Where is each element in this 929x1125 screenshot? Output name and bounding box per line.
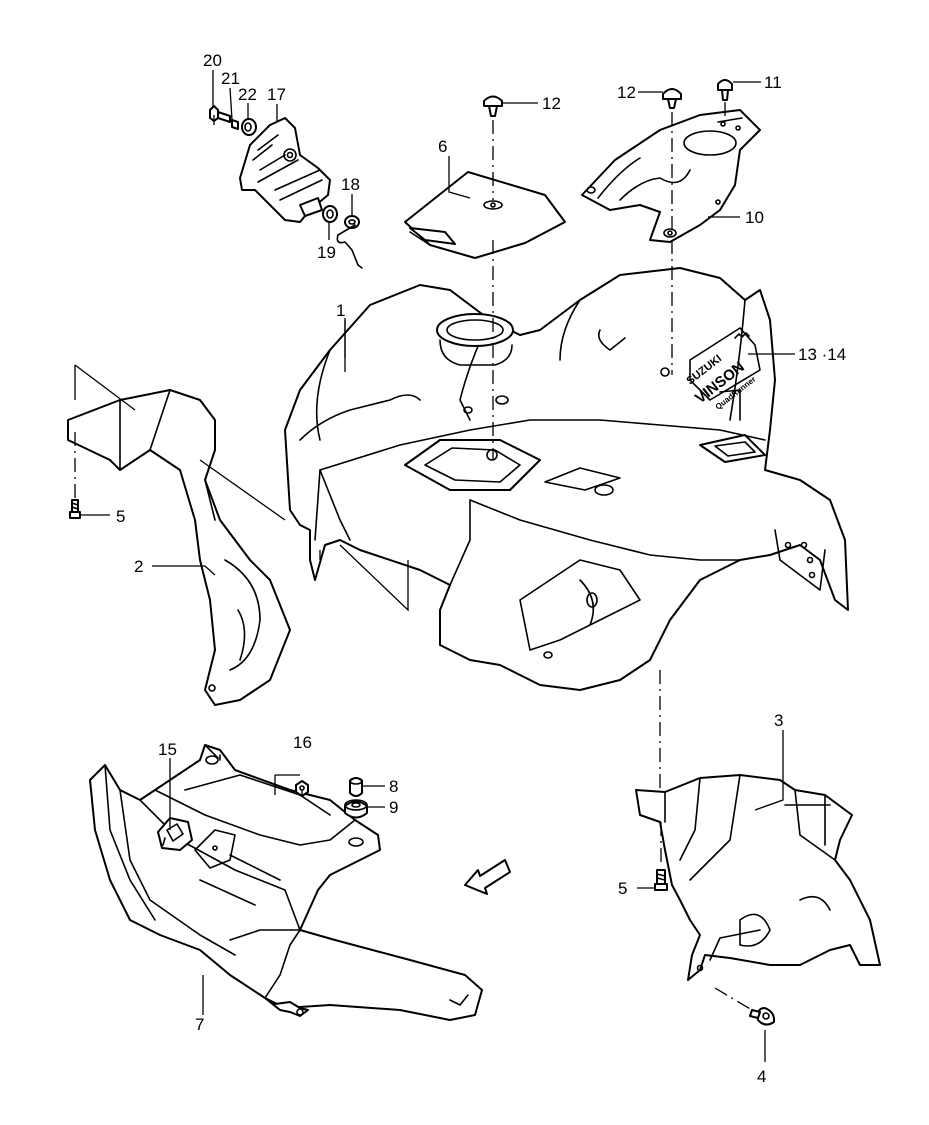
front-fender-part-1 — [284, 267, 849, 691]
label-20: 20 — [203, 51, 222, 70]
label-15: 15 — [158, 740, 177, 759]
screw-part-4 — [749, 1007, 776, 1026]
screw-part-12-right — [662, 88, 682, 109]
label-12-right: 12 — [617, 83, 636, 102]
forward-direction-arrow: FWD — [464, 859, 511, 895]
label-3: 3 — [774, 711, 783, 730]
label-22: 22 — [238, 85, 257, 104]
left-inner-fender-part-2 — [67, 364, 291, 706]
screw-part-12-left — [483, 95, 503, 117]
screw-part-11 — [717, 79, 733, 101]
label-5-left: 5 — [116, 507, 125, 526]
bolt-part-20 — [209, 105, 231, 123]
washer-part-21 — [231, 119, 239, 130]
label-18: 18 — [341, 175, 360, 194]
nut-part-16 — [295, 780, 309, 797]
screw-part-5-left — [69, 499, 81, 519]
label-12-left: 12 — [542, 94, 561, 113]
label-6: 6 — [438, 137, 447, 156]
label-19: 19 — [317, 243, 336, 262]
label-2: 2 — [134, 557, 143, 576]
assembly-lines — [213, 102, 753, 1011]
label-8: 8 — [389, 777, 398, 796]
part-labels: 20 21 22 17 18 19 6 12 12 11 10 13 ·14 1… — [116, 51, 846, 1086]
handlebar-cover-part-10 — [581, 109, 761, 243]
label-13-14: 13 ·14 — [798, 345, 846, 364]
front-bumper-part-7 — [89, 744, 483, 1021]
right-inner-fender-part-3 — [635, 774, 881, 981]
screw-part-5-right — [654, 869, 668, 891]
label-16: 16 — [293, 733, 312, 752]
collar-part-22 — [241, 118, 257, 136]
label-7: 7 — [195, 1015, 204, 1034]
label-17: 17 — [267, 85, 286, 104]
console-lid-part-6 — [404, 171, 566, 259]
leader-lines — [80, 70, 795, 1062]
spacer-part-8 — [349, 777, 363, 797]
label-5-right: 5 — [618, 879, 627, 898]
label-1: 1 — [336, 301, 345, 320]
label-9: 9 — [389, 798, 398, 817]
label-10: 10 — [745, 208, 764, 227]
label-11: 11 — [764, 73, 782, 92]
grommet-part-9 — [344, 799, 368, 819]
label-21: 21 — [221, 69, 240, 88]
grommet-part-19 — [322, 205, 338, 223]
label-4: 4 — [757, 1067, 766, 1086]
clip-part-18 — [336, 215, 363, 269]
